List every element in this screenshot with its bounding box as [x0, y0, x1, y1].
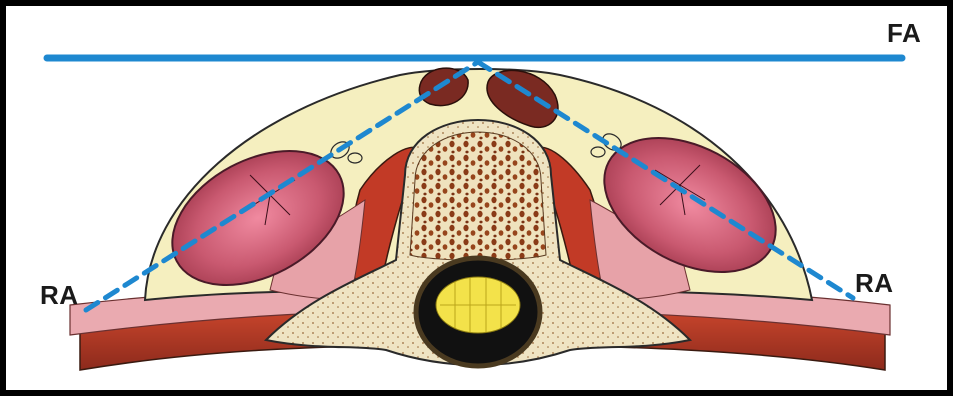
ra-label-right: RA	[855, 270, 894, 296]
fa-label: FA	[887, 20, 921, 46]
ra-label-left: RA	[40, 282, 79, 308]
vertebral-cancellous	[410, 132, 546, 260]
cauda-equina	[436, 277, 520, 333]
